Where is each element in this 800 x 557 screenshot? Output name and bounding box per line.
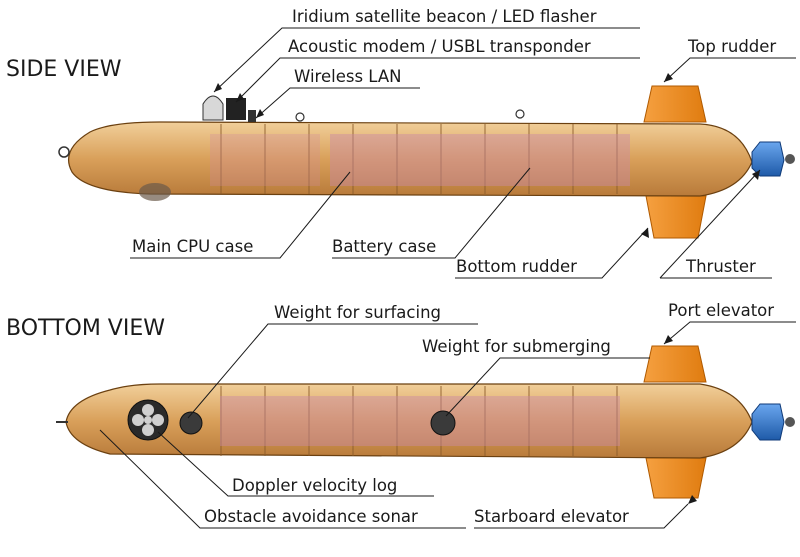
label-obstacle-avoidance-sonar: Obstacle avoidance sonar (204, 507, 418, 526)
label-port-elevator: Port elevator (668, 301, 774, 320)
iridium-beacon (202, 95, 224, 121)
side-view-vehicle (58, 85, 795, 239)
weight-for-submerging (430, 410, 456, 436)
label-top-rudder: Top rudder (687, 37, 776, 56)
doppler-velocity-log (127, 399, 169, 441)
leader-lines (99, 27, 796, 529)
starboard-elevator (645, 457, 707, 499)
label-weight-for-submerging: Weight for submerging (422, 337, 611, 356)
label-starboard-elevator: Starboard elevator (474, 507, 629, 526)
main-cpu-case-side (210, 134, 320, 186)
label-wireless-lan: Wireless LAN (294, 67, 401, 86)
label-bottom-rudder: Bottom rudder (456, 257, 577, 276)
label-weight-for-surfacing: Weight for surfacing (274, 303, 441, 322)
label-acoustic-modem: Acoustic modem / USBL transponder (288, 37, 591, 56)
label-iridium: Iridium satellite beacon / LED flasher (292, 7, 597, 26)
label-main-cpu-case: Main CPU case (132, 237, 253, 256)
battery-case-bottom (220, 396, 620, 446)
arrowheads (214, 73, 760, 504)
thruster-side (751, 141, 785, 177)
side-view-title: SIDE VIEW (6, 57, 122, 82)
bottom-view-vehicle (56, 345, 795, 499)
label-thruster: Thruster (685, 257, 756, 276)
bottom-view-title: BOTTOM VIEW (6, 316, 165, 341)
wireless-lan (248, 110, 256, 122)
port-elevator (643, 345, 707, 383)
acoustic-modem (226, 98, 246, 120)
weight-for-surfacing (179, 411, 203, 435)
thruster-bottom (751, 403, 785, 441)
bottom-rudder (645, 195, 707, 239)
top-rudder (643, 85, 707, 123)
label-battery-case: Battery case (332, 237, 436, 256)
label-doppler-velocity-log: Doppler velocity log (232, 476, 397, 495)
battery-case-side (330, 134, 630, 186)
